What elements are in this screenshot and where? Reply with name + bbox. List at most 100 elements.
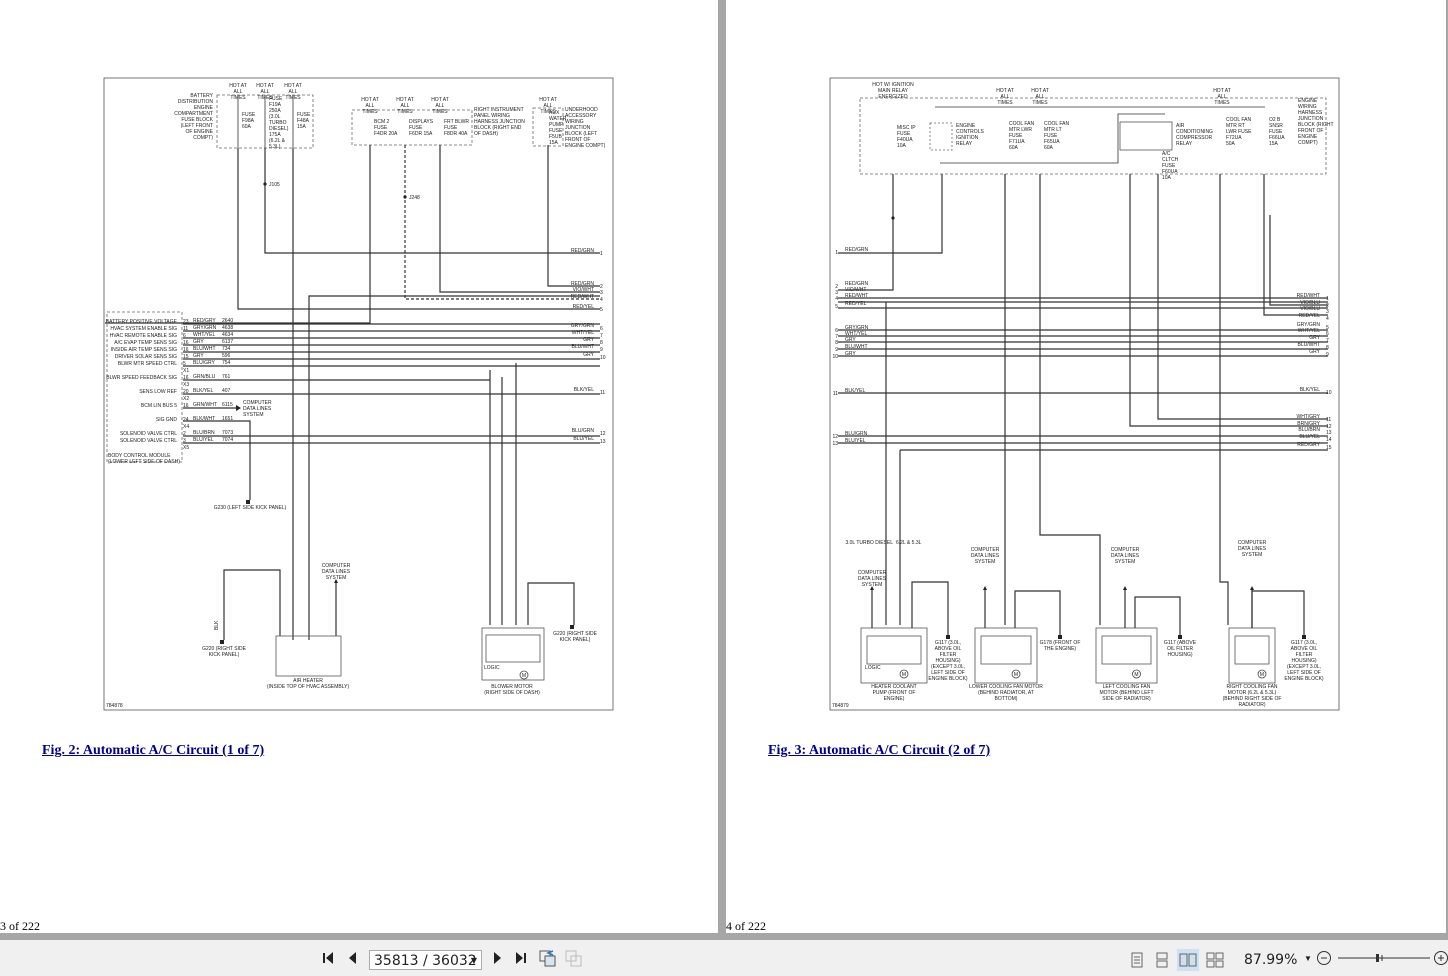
motor-icon (519, 670, 529, 680)
wire-color-label: RED/GRY (1297, 442, 1320, 448)
wire-color-label: BLU/WHT (193, 346, 216, 352)
wire (223, 569, 281, 640)
box (980, 635, 1032, 665)
wire-color-label: RED/WHT (571, 294, 594, 300)
label: LOWER COOLING FAN MOTOR(BEHIND RADIATOR,… (969, 684, 1043, 702)
air-heater-box (275, 635, 342, 677)
first-page-button[interactable] (318, 940, 340, 976)
bcm-pin-function: HVAC REMOTE ENABLE SIG (110, 333, 178, 339)
wire-color-label: GRY/GRN (571, 323, 595, 329)
wire-color-label: WHT/GRY (1296, 414, 1320, 420)
diagram-frame (829, 77, 1340, 711)
splice-label: J105 (269, 182, 280, 188)
connector-number: 2 (835, 284, 838, 290)
arrow-up-icon (1250, 586, 1254, 590)
bcm-pin-number: X4 (183, 424, 189, 430)
ground-icon (1302, 635, 1306, 639)
wire (1134, 596, 1181, 635)
zoom-slider-thumb[interactable] (1376, 954, 1379, 962)
wire-color-label: VIO/WHT (845, 287, 866, 293)
circuit-number: 734 (222, 346, 231, 352)
continuous-page-icon (1156, 952, 1168, 968)
wire-color-label: RED/WHT (1297, 293, 1320, 299)
next-page-button[interactable] (486, 940, 508, 976)
connector-number: 8 (600, 340, 603, 346)
dropdown-arrow-icon[interactable]: ▼ (470, 956, 477, 965)
wire (838, 174, 943, 254)
zoom-in-button[interactable] (1432, 940, 1448, 976)
ground-icon (946, 635, 950, 639)
next-view-button[interactable] (562, 940, 586, 976)
connector-number: 5 (1326, 325, 1329, 331)
two-page-view-button[interactable] (1177, 949, 1199, 971)
wire-color-label: RED/YEL (573, 304, 595, 310)
wire (911, 581, 949, 635)
motor-icon (1011, 669, 1021, 679)
figure-caption-link[interactable]: Fig. 2: Automatic A/C Circuit (1 of 7) (42, 743, 265, 758)
wire-color-label: RED/GRN (845, 281, 868, 287)
previous-page-button[interactable] (342, 940, 364, 976)
connector-number: 8 (1326, 345, 1329, 351)
page-number-field[interactable]: 35813 / 36032▼ (369, 950, 482, 970)
circuit-number: 6115 (222, 402, 233, 408)
arrow-up-icon (983, 586, 987, 590)
last-page-button[interactable] (510, 940, 532, 976)
arrow-up-icon (1123, 586, 1127, 590)
zoom-slider[interactable] (1336, 940, 1432, 976)
wire-color-label: VIO/WHT (573, 287, 594, 293)
wire-color-label: RED/GRY (193, 318, 216, 324)
wire (940, 113, 1165, 164)
connector-number: 2 (600, 284, 603, 290)
wire-color-label: RED/GRN (571, 248, 594, 254)
circuit-number: 7073 (222, 430, 233, 436)
wire-color-label: GRY/GRN (845, 325, 869, 331)
two-page-continuous-icon (1206, 952, 1224, 968)
ip-junction-block (351, 109, 473, 146)
circuit-number: 754 (222, 360, 231, 366)
wire (1129, 174, 1328, 427)
connector-number: 3 (835, 290, 838, 296)
zoom-level[interactable]: 87.99% (1244, 952, 1298, 968)
splice-label: J248 (409, 195, 420, 201)
connector-number: 10 (1326, 390, 1332, 396)
wire-color-label: BRN/GRY (1297, 421, 1320, 427)
connector-number: 6 (835, 328, 838, 334)
ac-relay (1119, 121, 1173, 151)
single-page-icon (1131, 952, 1143, 968)
circuit-number: 1651 (222, 416, 233, 422)
two-page-continuous-view-button[interactable] (1204, 949, 1226, 971)
single-page-view-button[interactable] (1126, 949, 1148, 971)
zoom-out-button[interactable] (1315, 940, 1333, 976)
box (1234, 635, 1270, 665)
connector-number: 6 (1326, 331, 1329, 337)
connector-number: 10 (600, 355, 606, 361)
connector-number: 9 (600, 347, 603, 353)
engine-note: 3.0L TURBO DIESEL (845, 540, 893, 546)
wire-color-label: BLU/YEL (573, 436, 594, 442)
wire-color-label: BLU/YEL (193, 437, 214, 443)
wire-color-label: GRY (1309, 335, 1320, 341)
wire (1269, 215, 1328, 306)
box (1101, 635, 1152, 665)
viewer-toolbar: 35813 / 36032▼ 87.99% ▼ (0, 940, 1448, 976)
component-box (974, 627, 1038, 684)
two-page-icon (1179, 953, 1197, 967)
previous-view-button[interactable] (536, 940, 560, 976)
figure-caption-link[interactable]: Fig. 3: Automatic A/C Circuit (2 of 7) (768, 743, 991, 758)
continuous-view-button[interactable] (1151, 949, 1173, 971)
connector-number: 5 (600, 307, 603, 313)
arrow-up-icon (870, 586, 874, 590)
zoom-dropdown-arrow-icon[interactable]: ▼ (1304, 953, 1312, 963)
